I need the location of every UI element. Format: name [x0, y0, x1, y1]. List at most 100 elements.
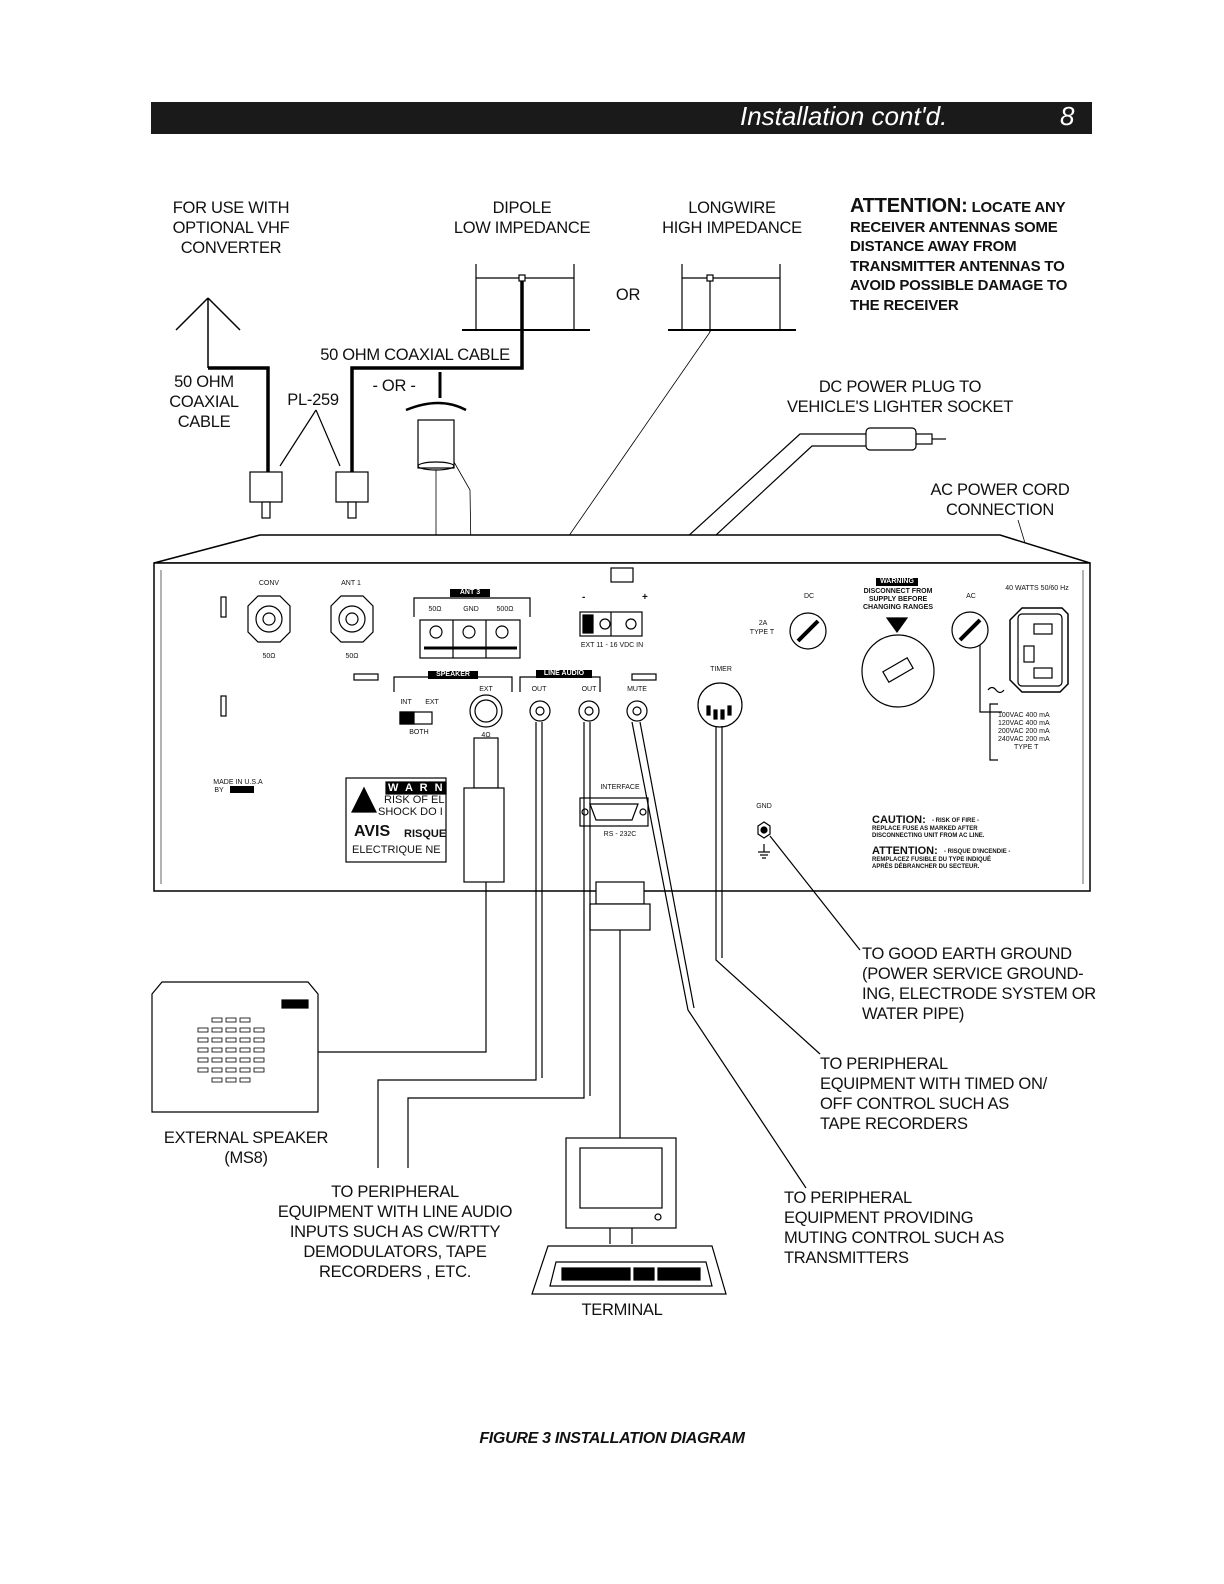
- cable-plug: [417, 419, 455, 469]
- voltage-row: 100VAC 400 mA: [998, 712, 1050, 719]
- dc-plug-label: DC POWER PLUG TO VEHICLE'S LIGHTER SOCKE…: [780, 377, 1020, 417]
- warning-label: [345, 777, 447, 863]
- ant1-ohm-label: 50Ω: [345, 653, 359, 660]
- coax-cable-left: [208, 366, 270, 472]
- attention-fr-risk: - RISQUE D'INCENDIE -: [944, 849, 1011, 855]
- timed-control-label: TO PERIPHERAL EQUIPMENT WITH TIMED ON/ O…: [820, 1054, 1047, 1134]
- risque-text: RISQUE: [404, 828, 447, 840]
- dipole-label: DIPOLE LOW IMPEDANCE: [446, 198, 598, 238]
- earth-ground-label: TO GOOD EARTH GROUND (POWER SERVICE GROU…: [862, 944, 1096, 1024]
- attention-line: RECEIVER ANTENNAS SOME: [850, 218, 1058, 236]
- voltage-row: TYPE T: [1014, 744, 1039, 751]
- terminal-monitor-icon: [565, 1137, 677, 1244]
- warning-text: DISCONNECT FROM SUPPLY BEFORE CHANGING R…: [850, 588, 946, 612]
- vhf-label-line: OPTIONAL VHF: [172, 219, 290, 237]
- both-label: BOTH: [409, 729, 429, 736]
- timed-label-line: TO PERIPHERAL: [820, 1055, 948, 1073]
- timer-din-socket: [697, 682, 743, 728]
- timer-label: TIMER: [710, 666, 732, 673]
- voltage-row: 240VAC 200 mA: [998, 736, 1050, 743]
- conv-label: CONV: [258, 580, 280, 587]
- dc-fuse-holder: [789, 612, 827, 650]
- ext-jack-label: EXT: [479, 686, 493, 693]
- int-label: INT: [400, 699, 412, 706]
- ext-switch-label: EXT: [425, 699, 439, 706]
- coax-left-label-line: 50 OHM: [174, 373, 234, 391]
- coax-left-label-line: CABLE: [177, 413, 231, 431]
- vhf-label-line: FOR USE WITH: [172, 199, 290, 217]
- voltage-row: 200VAC 200 mA: [998, 728, 1050, 735]
- longwire-label-line: LONGWIRE: [688, 199, 776, 217]
- voltage-selector: [861, 617, 935, 708]
- out2-label: OUT: [581, 686, 597, 693]
- avis-text: AVIS: [354, 823, 391, 840]
- coax-left-label-line: COAXIAL: [169, 393, 239, 411]
- speaker-label-line: (MS8): [224, 1149, 268, 1167]
- muting-label-line: EQUIPMENT PROVIDING: [784, 1209, 974, 1227]
- ant1-label: ANT 1: [341, 580, 361, 587]
- ac-fuse-holder: [951, 611, 989, 649]
- dc-plus-label: +: [642, 592, 648, 603]
- attention-fr-heading: ATTENTION:: [872, 845, 938, 857]
- attention-fr-line: REMPLACEZ FUSIBLE DU TYPE INDIQUÉ: [872, 857, 992, 863]
- line-audio-label-line: DEMODULATORS, TAPE: [303, 1243, 487, 1261]
- receiver-chassis: [153, 534, 1091, 892]
- made-in-label: MADE IN U.S.A: [213, 779, 263, 786]
- line-audio-peripheral-label: TO PERIPHERAL EQUIPMENT WITH LINE AUDIO …: [272, 1182, 518, 1282]
- ext-speaker-jack: [469, 694, 503, 728]
- ac-inlet: [1009, 607, 1069, 693]
- warn-text: W A R N: [388, 782, 445, 794]
- shock-text: SHOCK DO I: [378, 806, 443, 818]
- speaker-section-label: SPEAKER: [428, 671, 478, 679]
- attention-line: AVOID POSSIBLE DAMAGE TO: [850, 277, 1068, 294]
- vhf-label: FOR USE WITH OPTIONAL VHF CONVERTER: [168, 198, 294, 258]
- attention-heading: ATTENTION:: [850, 195, 968, 217]
- ant3-terminal-block: [413, 597, 531, 659]
- vhf-label-line: CONVERTER: [180, 239, 282, 257]
- ant3-gnd-label: GND: [463, 606, 479, 613]
- risk-text: RISK OF EL: [384, 794, 445, 806]
- ant3-500-label: 500Ω: [496, 606, 514, 613]
- voltage-table: 100VAC 400 mA 120VAC 400 mA 200VAC 200 m…: [998, 712, 1068, 752]
- warning-text-line: SUPPLY BEFORE: [868, 596, 928, 603]
- dc-plug-label-line: VEHICLE'S LIGHTER SOCKET: [786, 398, 1014, 416]
- external-speaker-icon: [151, 981, 319, 1113]
- fuse-2a-label: 2A: [758, 620, 768, 627]
- earth-label-line: (POWER SERVICE GROUND-: [862, 965, 1084, 983]
- ant3-label: ANT 3: [450, 589, 490, 597]
- dc-terminal-block: [579, 611, 643, 637]
- attention-fr-line: APRÈS DÉBRANCHER DU SECTEUR.: [872, 864, 980, 870]
- caution-line: DISCONNECTING UNIT FROM AC LINE.: [872, 833, 985, 839]
- watts-label: 40 WATTS 50/60 Hz: [1005, 585, 1069, 592]
- attention-lead: LOCATE ANY: [971, 199, 1066, 216]
- brand-logo: [230, 786, 254, 793]
- dc-minus-label: -: [582, 592, 586, 603]
- ant3-50-label: 50Ω: [428, 606, 442, 613]
- timed-label-line: OFF CONTROL SUCH AS: [820, 1095, 1009, 1113]
- warning-text-line: DISCONNECT FROM: [863, 588, 933, 595]
- header-title: Installation cont'd.: [740, 101, 948, 131]
- vhf-antenna-icon: [175, 297, 241, 368]
- line-audio-label-line: TO PERIPHERAL: [331, 1183, 459, 1201]
- speaker-plug: [473, 737, 499, 789]
- conv-ohm-label: 50Ω: [262, 653, 276, 660]
- attention-line: THE RECEIVER: [850, 296, 959, 314]
- ant1-jack: [330, 595, 374, 643]
- muting-label-line: TO PERIPHERAL: [784, 1189, 912, 1207]
- or-label: OR: [615, 286, 641, 304]
- timed-label-line: TAPE RECORDERS: [820, 1115, 968, 1133]
- attention-line: TRANSMITTER ANTENNAS TO: [850, 257, 1065, 275]
- coax-upper-label: 50 OHM COAXIAL CABLE: [320, 346, 510, 364]
- external-speaker-label: EXTERNAL SPEAKER (MS8): [156, 1128, 336, 1168]
- dipole-label-line: DIPOLE: [492, 199, 552, 217]
- attention-line: DISTANCE AWAY FROM: [850, 238, 1017, 255]
- header-bar: [151, 102, 1092, 134]
- gnd-post: [757, 821, 771, 859]
- terminal-label: TERMINAL: [581, 1301, 663, 1319]
- out1-label: OUT: [531, 686, 547, 693]
- four-ohm-label: 4Ω: [481, 732, 491, 739]
- mute-jack: [626, 700, 648, 722]
- speaker-label-line: EXTERNAL SPEAKER: [163, 1129, 329, 1147]
- ac-cord-label-line: CONNECTION: [946, 501, 1054, 519]
- longwire-label: LONGWIRE HIGH IMPEDANCE: [654, 198, 810, 238]
